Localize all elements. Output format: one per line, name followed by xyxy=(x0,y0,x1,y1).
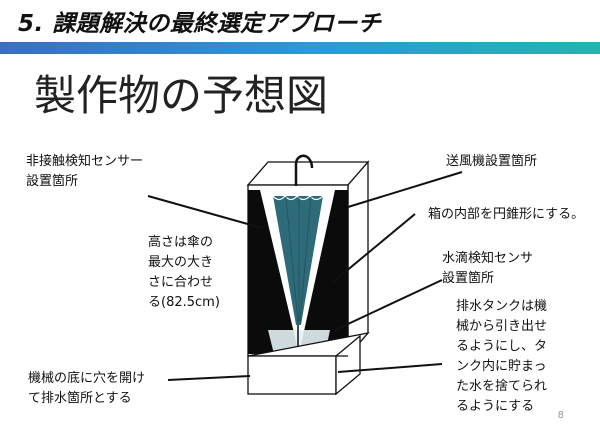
leader-drain-hole xyxy=(167,375,251,381)
title-gradient-bar xyxy=(0,42,600,54)
label-fan: 送風機設置箇所 xyxy=(446,154,538,169)
leader-drain-tank xyxy=(337,363,443,373)
umbrella-scallop xyxy=(272,195,324,201)
label-drain-tank: 排水タンクは機 械から引き出せ るようにし、タ ンク内に貯まっ た水を捨てられ … xyxy=(456,299,548,414)
leader-cone xyxy=(332,213,416,283)
base-front-face xyxy=(247,355,337,395)
label-cone-interior: 箱の内部を円錐形にする。 xyxy=(428,207,585,222)
label-non-contact-sensor: 非接触検知センサー 設置箇所 xyxy=(26,154,144,189)
leader-non-contact xyxy=(147,195,263,229)
leader-water xyxy=(332,279,443,332)
page-number: 8 xyxy=(557,410,564,421)
umbrella-rib-1 xyxy=(285,196,299,323)
base-right-face xyxy=(335,334,361,396)
umbrella-handle xyxy=(294,154,314,186)
slide-title: 5. 課題解決の最終選定アプローチ xyxy=(18,11,382,37)
cone-left-wall xyxy=(248,190,299,354)
cone-right-wall xyxy=(299,190,348,354)
label-drain-hole: 機械の底に穴を開け て排水箇所とする xyxy=(28,371,146,406)
box-top-face xyxy=(246,161,370,186)
label-water-sensor: 水滴検知センサ 設置箇所 xyxy=(442,251,534,286)
slide-subtitle: 製作物の予想図 xyxy=(34,71,329,120)
label-height: 高さは傘の 最大の大き さに合わせ る(82.5cm) xyxy=(148,235,220,310)
box-right-face xyxy=(347,160,369,358)
umbrella-rib-3 xyxy=(299,196,312,323)
leader-fan xyxy=(347,171,463,208)
umbrella-canopy xyxy=(273,196,323,325)
